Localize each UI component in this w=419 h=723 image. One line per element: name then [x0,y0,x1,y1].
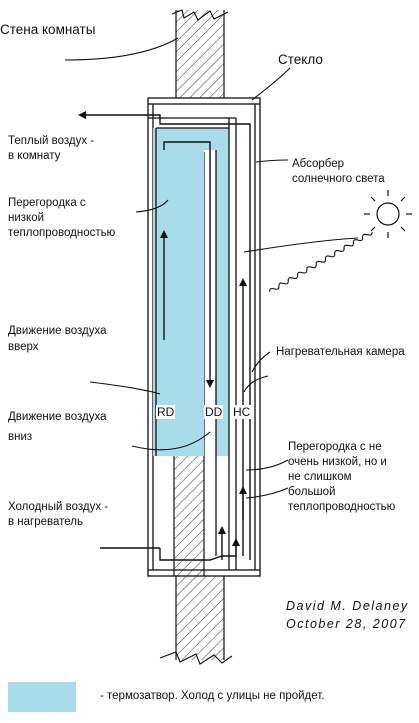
label-glass: Стекло [278,52,323,67]
label-cold-air-2: в нагреватель [8,516,84,528]
label-absorber-2: солнечного света [292,173,385,185]
label-air-up-1: Движение воздуха [8,325,107,337]
wall-top [171,9,229,98]
tag-rd: RD [156,405,176,419]
tag-hc: HC [232,405,252,419]
label-heating-chamber: Нагревательная камера [276,346,405,358]
label-air-down-1: Движение воздуха [8,411,107,423]
wall-bottom [159,576,233,665]
leader-lines [64,37,359,499]
thermal-trap-legend-swatch [8,682,76,712]
label-warm-air-1: Теплый воздух - [8,135,95,147]
label-room-wall: Стена комнаты [0,22,96,37]
sunlight-ray [269,231,373,292]
absorber-lines [148,117,237,570]
label-low-partition-2: низкой [8,212,45,224]
legend-text: - термозатвор. Холод с улицы не пройдет. [100,690,325,702]
tag-dd: DD [204,405,224,419]
label-mid-partition-4: большой [288,486,336,498]
label-air-up-2: вверх [8,341,39,353]
label-absorber-1: Абсорбер [292,158,345,170]
label-low-partition-1: Перегородка с [8,197,86,209]
label-mid-partition-5: теплопроводностью [288,501,396,513]
label-mid-partition-1: Перегородка с не [288,441,382,453]
label-air-down-2: вниз [8,431,33,443]
air-flow-paths [78,111,251,561]
label-low-partition-3: теплопроводностью [8,227,116,239]
sun-icon [364,190,412,238]
label-warm-air-2: в комнату [8,150,61,162]
label-mid-partition-2: очень низкой, но и [288,456,387,468]
author-signature: David M. Delaney [286,599,409,613]
date-signature: October 28, 2007 [286,617,407,631]
label-mid-partition-3: не слишком [288,471,352,483]
label-cold-air-1: Холодный воздух - [8,501,109,513]
